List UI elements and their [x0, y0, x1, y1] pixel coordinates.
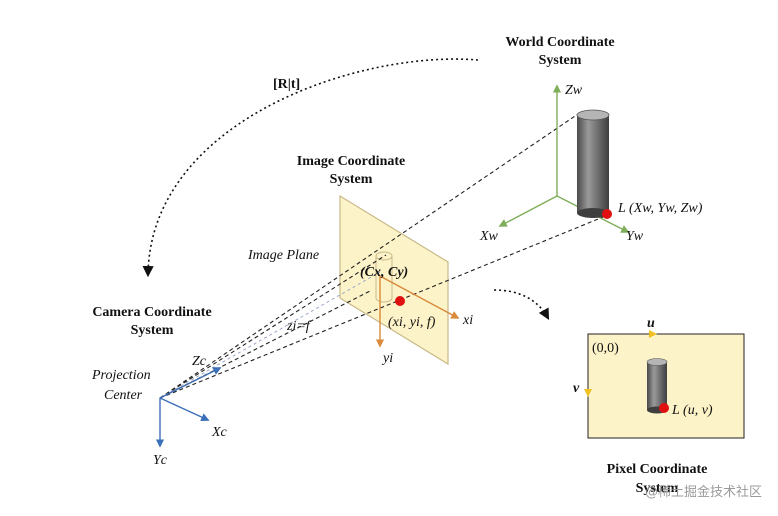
optical-axis — [159, 271, 381, 399]
image-point-label: (xi, yi, f) — [388, 315, 436, 330]
projection-center-line2: Center — [104, 388, 143, 403]
xw-axis-label: Xw — [479, 229, 499, 244]
image-plane-label: Image Plane — [247, 248, 319, 263]
image-plane — [339, 194, 449, 366]
camera-title-line2: System — [131, 323, 174, 338]
pixel-point-label: L (u, v) — [671, 403, 713, 418]
image-axes — [375, 275, 460, 348]
image-point — [395, 296, 405, 306]
pixel-title-line1: Pixel Coordinate — [607, 462, 708, 477]
image-title-line1: Image Coordinate — [297, 154, 406, 169]
projection-center-line1: Projection — [91, 368, 151, 383]
pixel-title-line2: System — [636, 481, 679, 496]
image-title-line2: System — [330, 172, 373, 187]
pixel-axes — [584, 330, 657, 397]
zw-axis-label: Zw — [565, 83, 583, 98]
yi-axis-label: yi — [381, 351, 393, 366]
principal-point-label: (Cx, Cy) — [360, 265, 408, 280]
camera-title-line1: Camera Coordinate — [92, 305, 211, 320]
rt-transform-arrow — [142, 58, 479, 278]
zc-axis-label: Zc — [192, 354, 207, 369]
camera-axes — [155, 367, 222, 448]
u-axis-label: u — [647, 316, 655, 331]
origin-label: (0,0) — [592, 341, 619, 356]
world-point-label: L (Xw, Yw, Zw) — [617, 201, 703, 216]
pixel-point — [659, 403, 669, 413]
world-title-line2: System — [539, 53, 582, 68]
watermark: @稀土掘金技术社区 — [645, 484, 762, 500]
projection-rays — [159, 113, 609, 399]
rt-label: [R|t] — [273, 77, 300, 92]
xi-axis-label: xi — [462, 313, 473, 328]
xc-axis-label: Xc — [211, 425, 228, 440]
v-axis-label: v — [573, 381, 580, 396]
world-point — [602, 209, 612, 219]
focal-length-label: zi=f — [286, 319, 312, 334]
world-cylinder — [576, 109, 610, 218]
image-to-pixel-arrow — [493, 289, 550, 320]
yw-axis-label: Yw — [626, 229, 644, 244]
world-title-line1: World Coordinate — [505, 35, 614, 50]
image-plane-cylinder — [375, 251, 393, 303]
yc-axis-label: Yc — [153, 453, 168, 468]
